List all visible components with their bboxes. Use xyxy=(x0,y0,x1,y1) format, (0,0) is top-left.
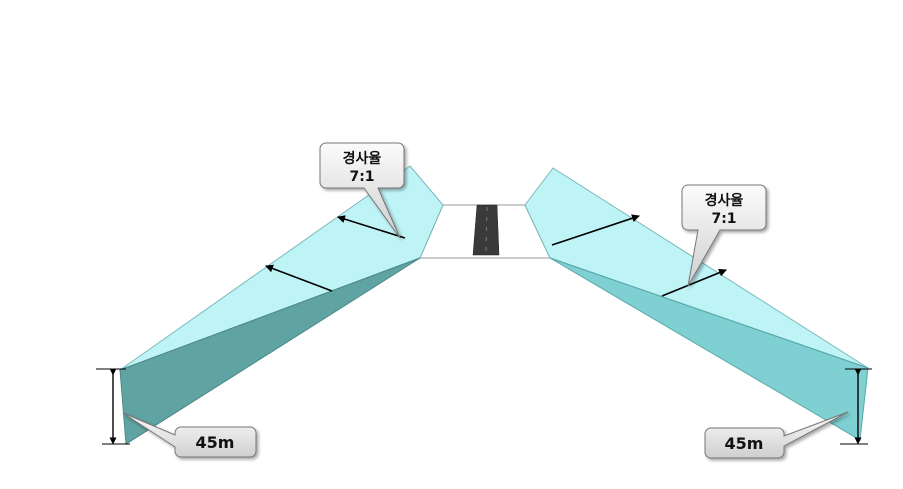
slope-arrow xyxy=(551,214,640,246)
slope-arrow xyxy=(265,264,333,292)
left-slope-label-line1: 경사율 xyxy=(343,150,382,167)
left-height-callout xyxy=(122,412,257,458)
runway-strip xyxy=(419,204,551,259)
left-slope-label-line2: 7:1 xyxy=(349,169,374,185)
left-transitional-surface xyxy=(119,165,444,445)
left-slope-callout xyxy=(319,142,405,239)
right-height-label: 45m xyxy=(725,434,764,453)
right-height-dimension xyxy=(840,368,872,445)
slope-arrow xyxy=(337,215,406,239)
slope-arrow xyxy=(661,268,727,297)
left-height-label: 45m xyxy=(196,433,235,452)
right-height-callout xyxy=(704,411,849,459)
right-slope-callout xyxy=(681,184,767,287)
left-height-dimension xyxy=(96,368,130,445)
right-slope-label-line1: 경사율 xyxy=(705,192,744,209)
right-slope-label-line2: 7:1 xyxy=(711,211,736,227)
